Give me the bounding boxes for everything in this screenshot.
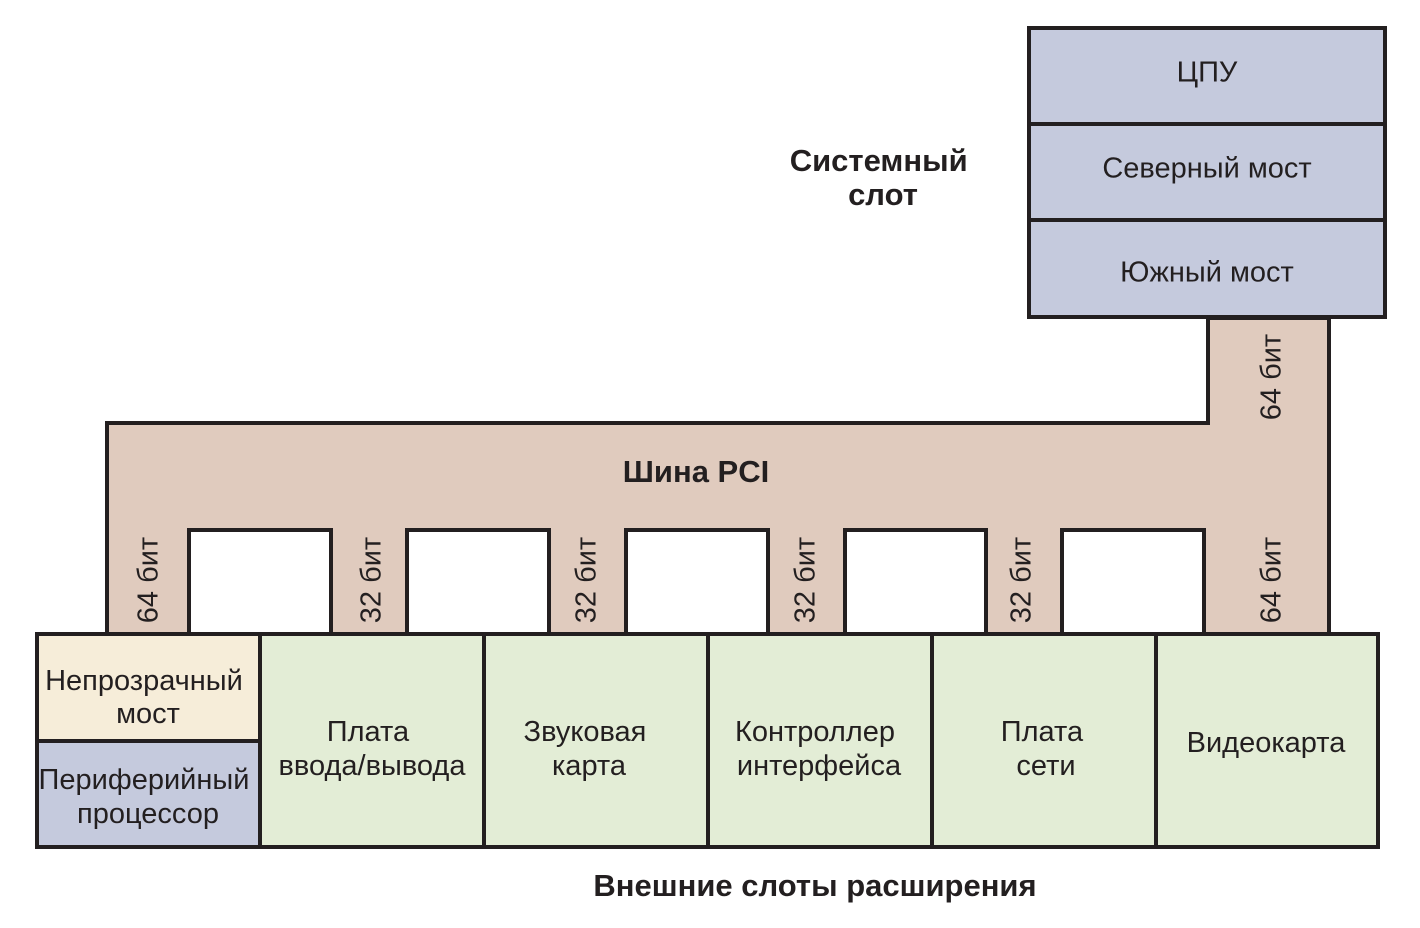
video-card-slot xyxy=(1154,632,1380,849)
opaque-bridge-line-1: Непрозрачный xyxy=(45,665,243,697)
cpu-label: ЦПУ xyxy=(1177,57,1238,89)
cpu-block xyxy=(1027,26,1387,126)
sound-card-line-1: Звуковая xyxy=(524,716,647,748)
sound-card-slot xyxy=(482,632,710,849)
opaque-bridge-label: Непрозрачный мост xyxy=(45,665,251,730)
system-slot-title-line-2: слот xyxy=(848,177,918,212)
sound-card-label: Звуковая карта xyxy=(524,716,655,782)
interface-controller-line-2: интерфейса xyxy=(737,750,902,782)
interface-controller-label: Контроллер интерфейса xyxy=(735,716,903,782)
io-board-label: Плата ввода/вывода xyxy=(279,716,467,782)
network-card-slot xyxy=(930,632,1158,849)
network-card-line-2: сети xyxy=(1016,750,1075,782)
peripheral-processor-label: Периферийный процессор xyxy=(39,764,258,830)
video-card-label: Видеокарта xyxy=(1187,727,1347,759)
connector-width-label: 64 бит xyxy=(1256,537,1288,623)
system-slot-title-line-1: Системный xyxy=(790,143,968,178)
connector-width-label: 32 бит xyxy=(356,537,388,623)
sound-card-line-2: карта xyxy=(552,750,627,782)
peripheral-processor-line-2: процессор xyxy=(77,798,219,830)
io-board-line-1: Плата xyxy=(327,716,410,748)
opaque-bridge-line-2: мост xyxy=(116,698,180,730)
south-bridge-label: Южный мост xyxy=(1120,257,1294,289)
connector-width-label: 64 бит xyxy=(133,537,165,623)
expansion-slots-caption: Внешние слоты расширения xyxy=(593,868,1036,903)
south-bridge-block xyxy=(1027,218,1387,319)
io-board-line-2: ввода/вывода xyxy=(279,750,467,782)
interface-controller-line-1: Контроллер xyxy=(735,716,895,748)
riser-width-label: 64 бит xyxy=(1256,334,1288,420)
connector-width-label: 32 бит xyxy=(571,537,603,623)
peripheral-processor-line-1: Периферийный xyxy=(39,764,250,796)
north-bridge-label: Северный мост xyxy=(1102,153,1311,185)
peripheral-processor-block xyxy=(35,739,262,849)
connector-width-label: 32 бит xyxy=(790,537,822,623)
system-slot-title: Системный слот xyxy=(790,143,977,212)
pci-bus-title: Шина PCI xyxy=(623,454,769,489)
network-card-line-1: Плата xyxy=(1001,716,1084,748)
connector-width-label: 32 бит xyxy=(1006,537,1038,623)
network-card-label: Плата сети xyxy=(1001,716,1091,782)
